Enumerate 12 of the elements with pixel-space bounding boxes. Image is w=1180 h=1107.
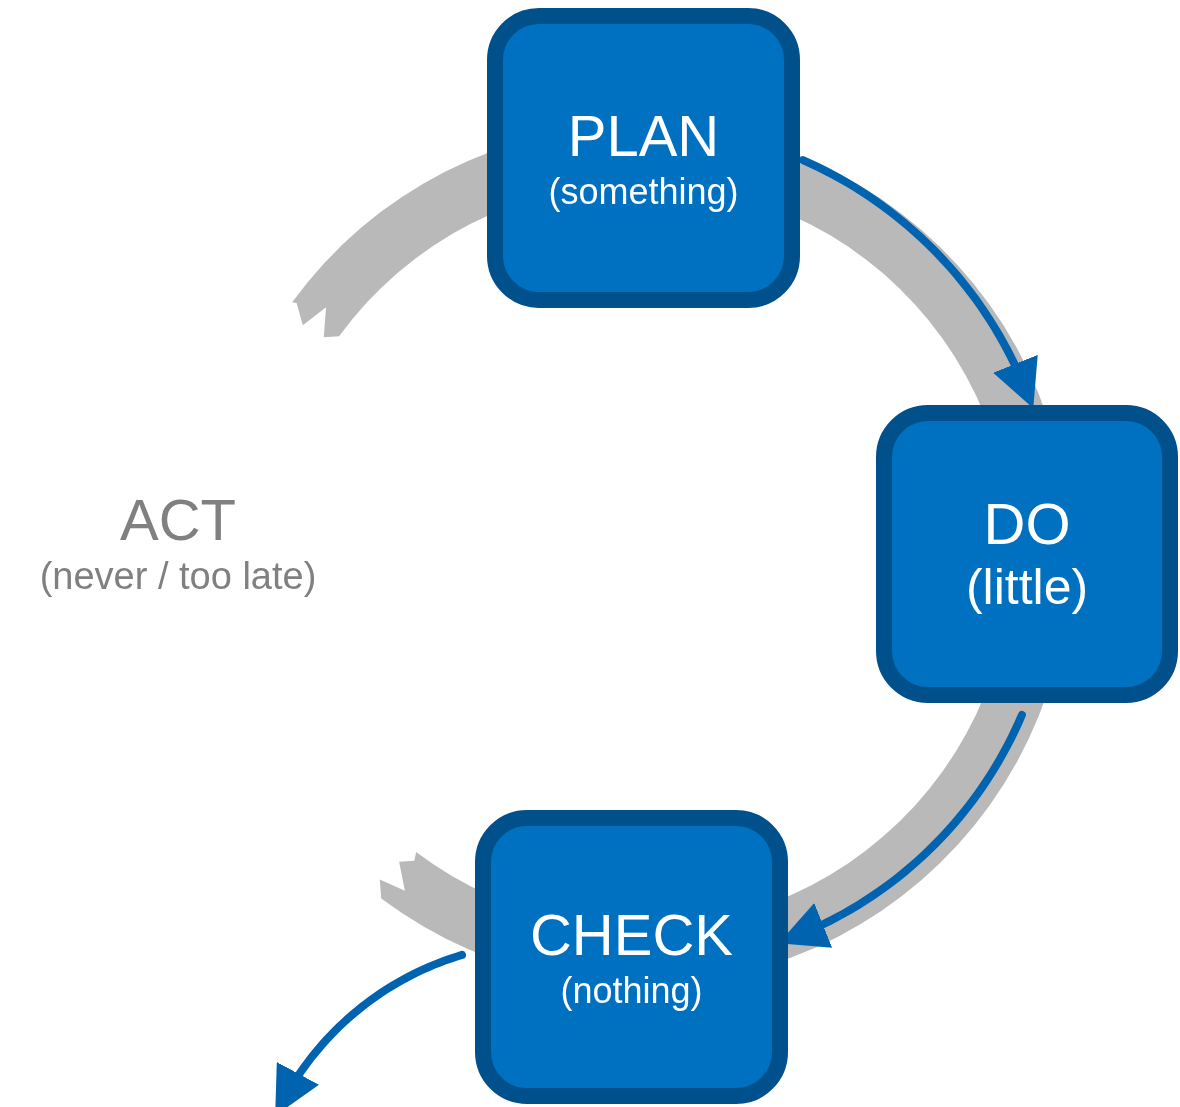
stage-title: DO (983, 490, 1071, 558)
stage-title: PLAN (567, 103, 720, 170)
process-box (876, 405, 1178, 703)
process-box (475, 810, 788, 1104)
stage-note: (little) (965, 558, 1089, 618)
process-box (487, 8, 800, 308)
stage-note: (something) (548, 169, 739, 213)
stage-note: (nothing) (560, 968, 703, 1012)
arrow (275, 950, 466, 1107)
stage-title: ACT (120, 486, 236, 554)
stage-title: CHECK (530, 902, 733, 969)
stage-note: (never / too late) (39, 553, 317, 599)
